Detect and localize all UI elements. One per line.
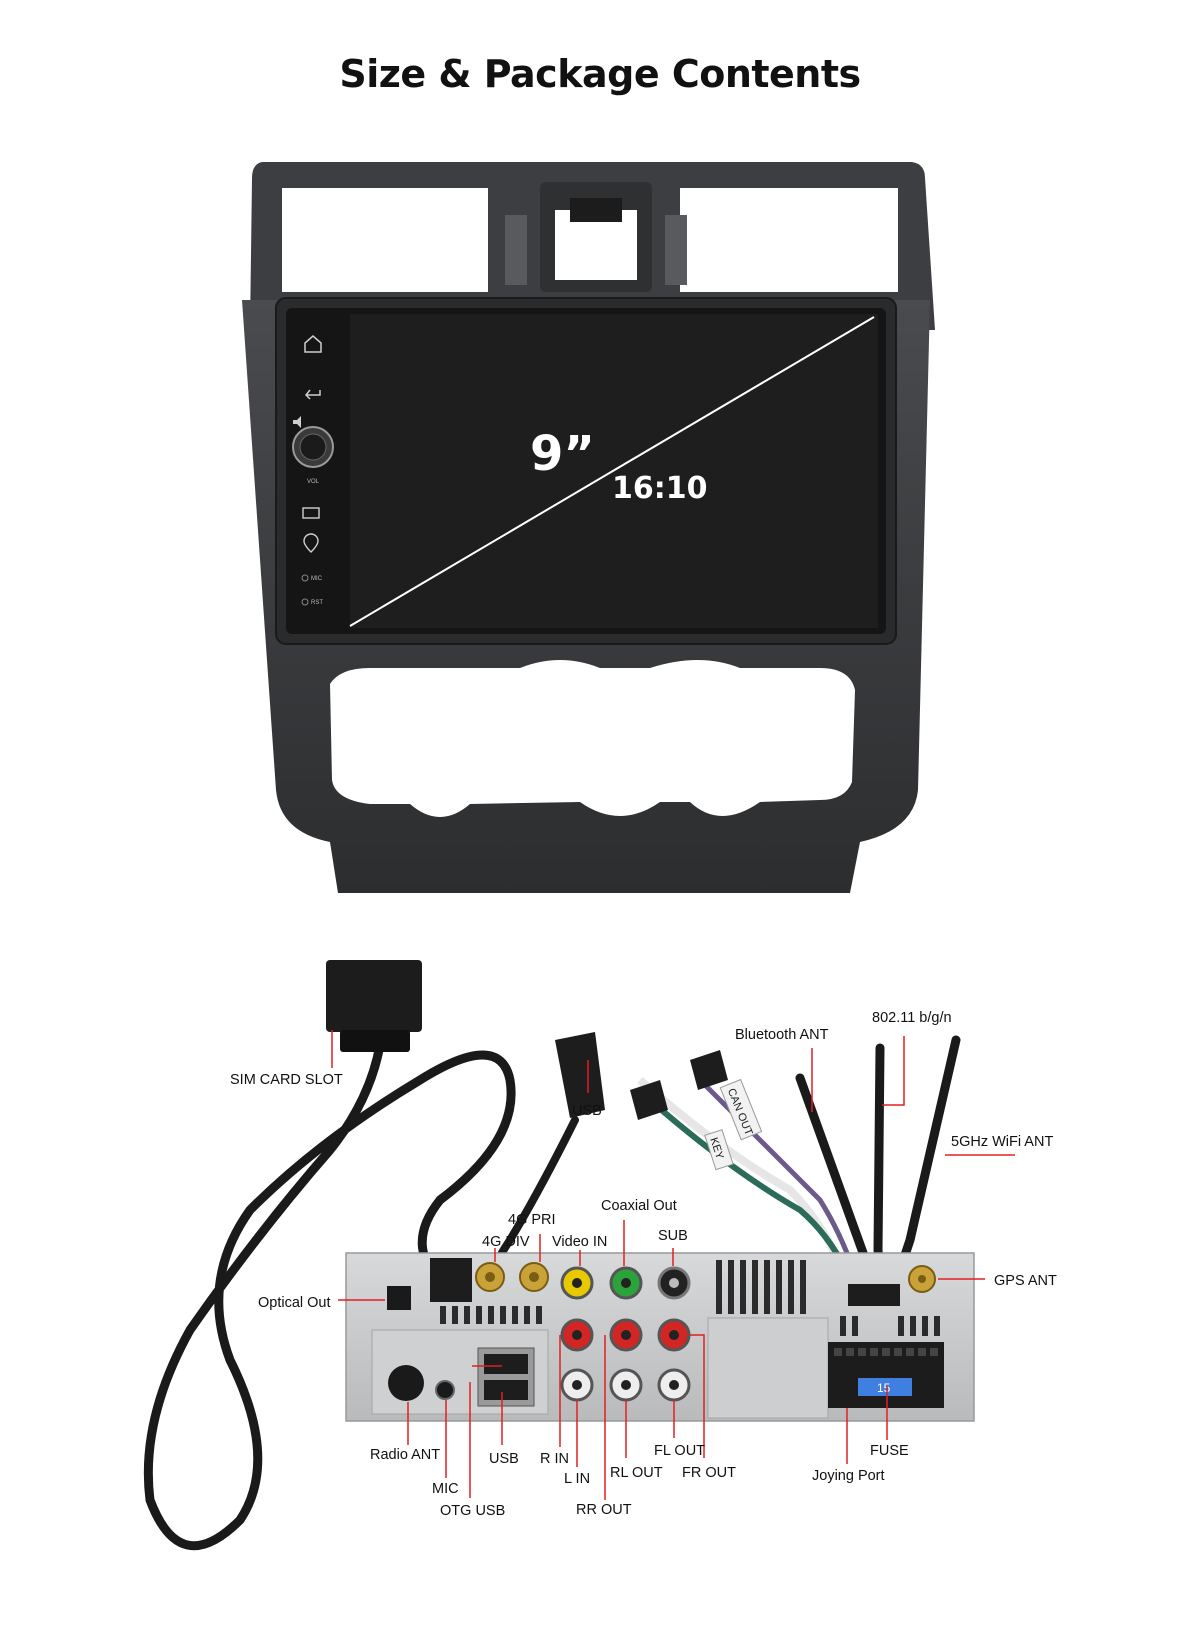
page-title: Size & Package Contents xyxy=(339,52,861,96)
leader-lines xyxy=(331,1030,1015,1500)
mute-icon[interactable] xyxy=(293,416,301,428)
sim-card-slot-label: SIM CARD SLOT xyxy=(230,1072,343,1088)
back-chassis: 15 xyxy=(345,1252,975,1422)
fl-out-label: FL OUT xyxy=(654,1443,705,1459)
home-icon[interactable] xyxy=(304,335,322,353)
display-screen: 9” 16:10 xyxy=(349,314,878,628)
optical-out-label: Optical Out xyxy=(258,1295,331,1311)
diagonal-line xyxy=(349,316,875,627)
fuse-value: 15 xyxy=(877,1381,891,1395)
screen-size-label: 9” xyxy=(530,426,595,482)
l-in-label: L IN xyxy=(564,1471,590,1487)
reset-hole[interactable] xyxy=(301,598,309,606)
video-in-label: Video IN xyxy=(552,1234,607,1250)
bluetooth-ant-label: Bluetooth ANT xyxy=(735,1027,829,1043)
otg-usb-label: OTG USB xyxy=(440,1503,505,1519)
sub-label: SUB xyxy=(658,1228,688,1244)
mic-hole xyxy=(301,574,309,582)
4g-pri-label: 4G PRI xyxy=(508,1212,556,1228)
joying-port-label: Joying Port xyxy=(812,1468,885,1484)
wifi-5-label: 5GHz WiFi ANT xyxy=(951,1134,1053,1150)
rl-out-label: RL OUT xyxy=(610,1465,663,1481)
navigation-icon[interactable] xyxy=(303,533,319,553)
coaxial-out-label: Coaxial Out xyxy=(601,1198,677,1214)
mic-port[interactable] xyxy=(435,1380,455,1400)
aspect-ratio-label: 16:10 xyxy=(612,471,708,506)
mic-label-bottom: MIC xyxy=(432,1481,459,1497)
side-panel: VOL MIC RST xyxy=(292,335,334,606)
volume-knob[interactable] xyxy=(292,426,334,468)
fuse[interactable] xyxy=(858,1378,912,1396)
usb-bottom-label: USB xyxy=(489,1451,519,1467)
fr-out-label: FR OUT xyxy=(682,1465,736,1481)
rst-label: RST xyxy=(311,600,323,606)
optical-port[interactable] xyxy=(387,1286,411,1310)
radio-ant-label: Radio ANT xyxy=(370,1447,440,1463)
wire-harness: CAN OUT KEY xyxy=(630,1050,863,1292)
usb-top-label: USB xyxy=(572,1103,602,1119)
usb-port-1[interactable] xyxy=(484,1354,528,1374)
usb-connector-top[interactable] xyxy=(555,1032,605,1118)
mic-label: MIC xyxy=(311,576,323,582)
gps-ant-label: GPS ANT xyxy=(994,1273,1057,1289)
4g-div-label: 4G DIV xyxy=(482,1234,530,1250)
vol-label: VOL xyxy=(307,479,320,485)
back-icon[interactable] xyxy=(304,389,321,400)
rr-out-label: RR OUT xyxy=(576,1502,632,1518)
wifi-24-label: 802.11 b/g/n xyxy=(872,1010,952,1026)
usb-port-2[interactable] xyxy=(484,1380,528,1400)
sim-cable xyxy=(143,960,516,1551)
r-in-label: R IN xyxy=(540,1451,569,1467)
radio-ant-port[interactable] xyxy=(388,1365,424,1401)
sim-card-slot[interactable] xyxy=(326,960,422,1032)
radio-icon[interactable] xyxy=(302,507,320,519)
fuse-label: FUSE xyxy=(870,1443,909,1459)
